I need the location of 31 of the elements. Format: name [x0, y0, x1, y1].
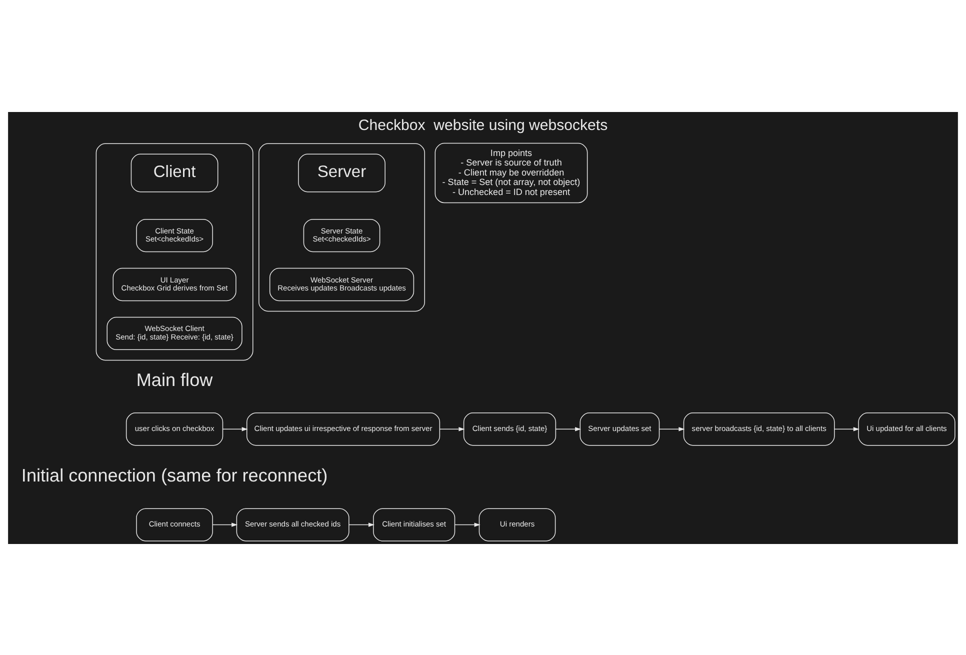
node-box: WebSocket Client Send: {id, state} Receive: {id, state} — [106, 316, 242, 350]
diagram-title: Checkbox website using websockets — [358, 116, 608, 134]
cluster — [96, 142, 254, 360]
label: Initial connection (same for reconnect) — [21, 465, 328, 486]
cluster — [258, 142, 425, 312]
arrow — [834, 426, 860, 431]
node-box: Client — [130, 153, 218, 192]
node-box: Server State Set<checkedIds> — [303, 218, 380, 252]
node-box: Ui renders — [478, 508, 556, 541]
node-box: server broadcasts {id, state} to all clients — [683, 412, 835, 446]
node-box: Client connects — [136, 508, 213, 541]
arrow — [454, 522, 480, 526]
arrow — [555, 426, 582, 431]
node-box: Client initialises set — [373, 508, 456, 541]
node-box: Server updates set — [580, 412, 660, 446]
arrow — [222, 426, 248, 431]
label: Main flow — [136, 369, 213, 390]
node-box: Ui updated for all clients — [858, 412, 956, 446]
node-box: Imp points - Server is source of truth - Client may be overridden - State = Set (not array, not object) - Unchecked = ID not present — [434, 142, 588, 203]
node-box: WebSocket Server Receives updates Broadcasts updates — [269, 267, 414, 301]
node-box: Client sends {id, state} — [463, 412, 556, 446]
arrow — [659, 426, 685, 431]
arrow — [212, 522, 238, 526]
node-box: UI Layer Checkbox Grid derives from Set — [112, 267, 236, 301]
arrow — [439, 426, 465, 431]
arrow — [348, 522, 374, 526]
node-box: user clicks on checkbox — [126, 412, 224, 446]
node-box: Server — [298, 153, 386, 192]
node-box: Client State Set<checkedIds> — [136, 218, 213, 252]
node-box: Server sends all checked ids — [236, 508, 350, 541]
node-box: Client updates ui irrespective of response from server — [246, 412, 440, 446]
